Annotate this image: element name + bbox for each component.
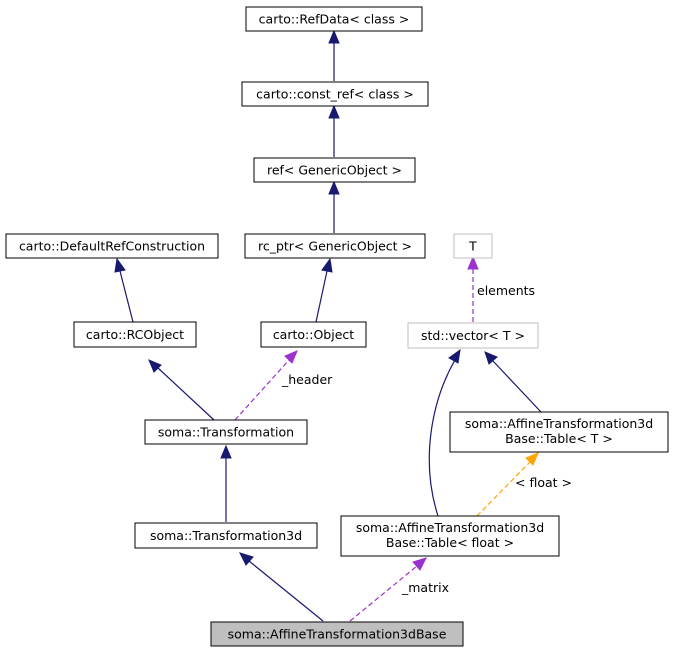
- class-node-label: carto::const_ref< class >: [256, 87, 414, 102]
- class-node-rcobject[interactable]: carto::RCObject: [73, 321, 197, 348]
- edge-inherit-ref-constref: [328, 104, 340, 157]
- edge-label-float: < float >: [515, 475, 572, 490]
- edge-usage-vector-T: [467, 255, 479, 322]
- edge-inherit-tablefloat-vector: [428, 348, 461, 517]
- class-node-label: soma::AffineTransformation3d: [465, 416, 653, 431]
- class-node-label: ref< GenericObject >: [267, 163, 402, 178]
- edge-usage-affinebase-tablefloat: [349, 557, 427, 622]
- edge-inherit-constref-refdata: [328, 29, 340, 81]
- edge-inherit-tableT-vector: [484, 351, 542, 413]
- edge-template-tablefloat-tableT: [476, 452, 539, 517]
- edge-inherit-rcobject-defaultref: [114, 257, 134, 323]
- class-node-label: Base::Table< T >: [505, 431, 613, 446]
- edge-inherit-rcptr-ref: [328, 180, 340, 233]
- edge-inherit-transformation3d-transformation: [220, 444, 232, 522]
- class-node-affinetransformation3dbase[interactable]: soma::AffineTransformation3dBase: [210, 621, 464, 647]
- class-node-table-float[interactable]: soma::AffineTransformation3d Base::Table…: [340, 515, 560, 557]
- class-node-label: carto::DefaultRefConstruction: [19, 239, 205, 254]
- edge-label-matrix: _matrix: [401, 580, 449, 595]
- class-node-defaultrefconstruction[interactable]: carto::DefaultRefConstruction: [5, 233, 219, 259]
- class-node-label: rc_ptr< GenericObject >: [258, 239, 412, 254]
- class-node-label: soma::Transformation3d: [150, 528, 302, 543]
- class-node-transformation3d[interactable]: soma::Transformation3d: [134, 522, 318, 549]
- nodes: carto::RefData< class > carto::const_ref…: [5, 6, 669, 647]
- class-node-label: std::vector< T >: [421, 328, 525, 343]
- edge-label-elements: elements: [477, 283, 535, 298]
- class-node-const-ref[interactable]: carto::const_ref< class >: [241, 81, 429, 107]
- class-node-label: soma::AffineTransformation3d: [356, 520, 544, 535]
- class-node-label: soma::Transformation: [158, 425, 294, 440]
- class-node-refdata[interactable]: carto::RefData< class >: [245, 6, 423, 32]
- edge-inherit-transformation-rcobject: [148, 359, 215, 421]
- class-node-label: carto::Object: [273, 327, 354, 342]
- edge-inherit-object-rcptr: [315, 257, 333, 323]
- class-node-ref-genericobject[interactable]: ref< GenericObject >: [253, 157, 416, 183]
- class-node-std-vector[interactable]: std::vector< T >: [407, 322, 539, 349]
- class-node-T[interactable]: T: [453, 233, 493, 259]
- edges: _header elements < float >: [114, 29, 572, 622]
- class-node-label: carto::RCObject: [86, 327, 184, 342]
- class-node-label: Base::Table< float >: [386, 535, 514, 550]
- class-node-object[interactable]: carto::Object: [260, 321, 367, 348]
- class-node-rc-ptr[interactable]: rc_ptr< GenericObject >: [244, 233, 426, 259]
- class-node-table-T[interactable]: soma::AffineTransformation3d Base::Table…: [449, 411, 669, 453]
- class-node-label: T: [468, 239, 477, 254]
- class-node-label: carto::RefData< class >: [259, 12, 410, 27]
- class-node-label: soma::AffineTransformation3dBase: [228, 627, 447, 642]
- edge-inherit-affinebase-transformation3d: [239, 552, 324, 622]
- edge-usage-transformation-object: [234, 350, 298, 421]
- class-node-transformation[interactable]: soma::Transformation: [144, 419, 308, 445]
- edge-label-header: _header: [281, 372, 333, 387]
